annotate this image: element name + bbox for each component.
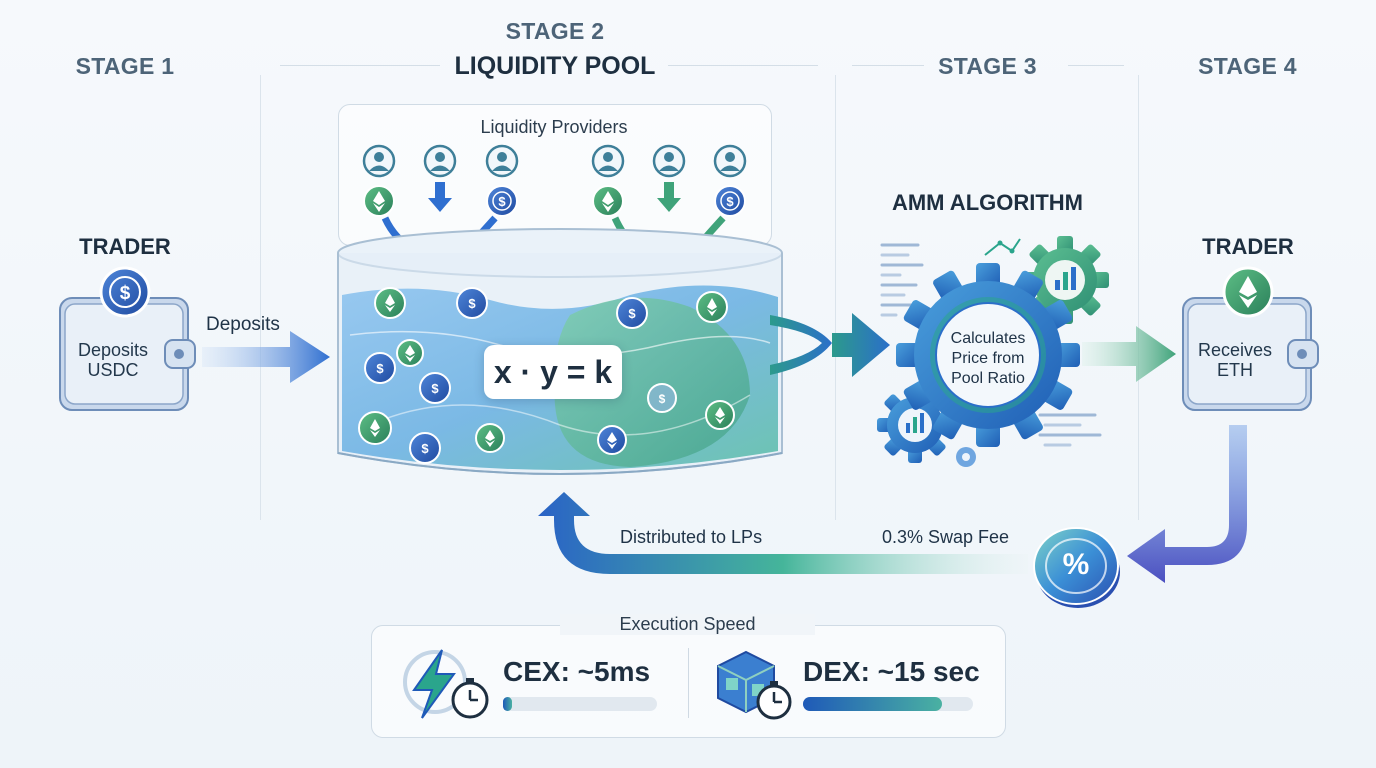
stage-3-label: STAGE 3 xyxy=(938,53,1037,79)
speed-divider xyxy=(688,648,689,718)
swap-fee-label: 0.3% Swap Fee xyxy=(882,527,1010,547)
pool-to-amm-arrow xyxy=(770,313,890,377)
dex-speed-label: DEX: ~15 sec xyxy=(803,656,980,687)
fee-percent-symbol: % xyxy=(1062,548,1090,581)
dex-speed-bar xyxy=(803,697,973,711)
eth-coin-icon xyxy=(475,423,505,453)
svg-text:$: $ xyxy=(468,296,476,311)
stage-2-rule-right xyxy=(668,65,818,66)
user-icon xyxy=(713,144,747,178)
gear-icon xyxy=(956,447,976,467)
svg-text:$: $ xyxy=(431,381,439,396)
eth-coin-icon xyxy=(696,291,728,323)
svg-text:$: $ xyxy=(498,194,506,209)
lightning-icon xyxy=(403,649,489,719)
usdc-coin-icon: $ xyxy=(714,185,746,217)
eth-coin-icon xyxy=(363,185,395,217)
stage-4-label: STAGE 4 xyxy=(1198,53,1297,79)
wallet-icon: $ xyxy=(59,266,196,411)
stage-divider-2 xyxy=(835,75,836,520)
usdc-coin-icon: $ xyxy=(486,185,518,217)
user-icon xyxy=(485,144,519,178)
stopwatch-icon xyxy=(451,678,489,719)
eth-coin-icon xyxy=(358,411,392,445)
liquidity-providers-label: Liquidity Providers xyxy=(480,117,628,137)
down-arrow-icon xyxy=(428,182,452,212)
constant-product-formula: x · y = k xyxy=(484,345,622,399)
user-icon xyxy=(652,144,686,178)
fee-percent-coin xyxy=(1033,527,1120,608)
amm-to-trader-arrow xyxy=(1082,326,1176,382)
eth-coin-icon xyxy=(592,185,624,217)
gear-icon xyxy=(896,263,1080,447)
eth-coin-icon xyxy=(705,400,735,430)
usdc-coin-icon: $ xyxy=(419,372,451,404)
usdc-coin-icon: $ xyxy=(647,383,677,413)
amm-algorithm-title: AMM ALGORITHM xyxy=(891,190,1084,215)
stage-2-rule-left xyxy=(280,65,440,66)
trader-right-title: TRADER xyxy=(1202,234,1294,259)
user-icon xyxy=(362,144,396,178)
stage-2-label: STAGE 2 xyxy=(505,18,605,44)
svg-text:$: $ xyxy=(120,283,131,304)
stage-1-label: STAGE 1 xyxy=(75,53,175,79)
stage-divider-1 xyxy=(260,75,261,520)
amm-gears xyxy=(877,236,1109,467)
svg-text:$: $ xyxy=(726,194,734,209)
svg-text:$: $ xyxy=(628,306,636,321)
usdc-coin-icon: $ xyxy=(616,297,648,329)
svg-text:$: $ xyxy=(659,392,666,406)
cex-speed-label: CEX: ~5ms xyxy=(503,656,651,687)
eth-coin-icon xyxy=(396,339,424,367)
liquidity-providers-panel xyxy=(338,104,772,246)
trader-left-title: TRADER xyxy=(79,234,171,259)
cex-speed-bar-fill xyxy=(503,697,513,711)
svg-text:$: $ xyxy=(376,361,384,376)
user-icon xyxy=(591,144,625,178)
deposit-arrow xyxy=(202,331,330,383)
fee-return-arrow xyxy=(538,492,1028,574)
blockchain-cube-icon xyxy=(717,650,792,720)
code-lines-decoration xyxy=(880,243,1102,447)
usdc-coin-icon: $ xyxy=(409,432,441,464)
distributed-to-lps-label: Distributed to LPs xyxy=(620,527,763,547)
eth-coin-icon xyxy=(597,425,627,455)
stage-divider-3 xyxy=(1138,75,1139,520)
user-icon xyxy=(423,144,457,178)
cex-speed-bar xyxy=(503,697,657,711)
liquidity-pool-title: LIQUIDITY POOL xyxy=(454,52,656,80)
wallet-right-text: Receives ETH xyxy=(1197,340,1273,380)
usdc-coin-icon: $ xyxy=(99,266,151,318)
amm-gear-text: Calculates Price from Pool Ratio xyxy=(950,330,1026,387)
fee-down-arrow xyxy=(1127,425,1247,583)
usdc-coin-icon: $ xyxy=(364,352,396,384)
eth-coin-icon xyxy=(374,287,406,319)
svg-text:$: $ xyxy=(421,441,429,456)
liquidity-pool-tank: $ $ $ $ $ $ xyxy=(337,228,783,475)
execution-speed-title: Execution Speed xyxy=(560,614,815,635)
wallet-icon xyxy=(1182,266,1319,411)
usdc-coin-icon: $ xyxy=(456,287,488,319)
down-arrow-icon xyxy=(657,182,681,212)
stopwatch-icon xyxy=(756,681,792,720)
stage-3-rule-right xyxy=(1068,65,1124,66)
eth-coin-icon xyxy=(1222,266,1274,318)
dex-speed-bar-fill xyxy=(803,697,943,711)
wallet-left-text: Deposits USDC xyxy=(77,340,149,380)
stage-3-rule-left xyxy=(852,65,924,66)
deposits-arrow-label: Deposits xyxy=(206,314,280,335)
